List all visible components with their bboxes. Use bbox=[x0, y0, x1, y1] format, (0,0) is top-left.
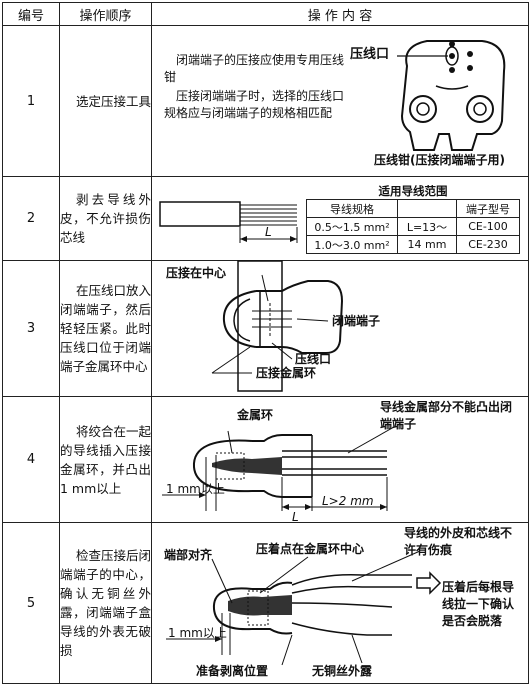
header-no: 编号 bbox=[2, 2, 60, 26]
wire-insert-illustration bbox=[162, 426, 395, 511]
range-cell: 0.5～1.5 mm² bbox=[306, 217, 398, 236]
crimp-tool-illustration bbox=[397, 40, 506, 151]
row-number: 4 bbox=[2, 396, 60, 523]
label-strip-position: 准备剥离位置 bbox=[196, 664, 269, 678]
content-cell: 端部对齐 压着点在金属环中心 导线的外皮和芯线不许有伤痕 压着后每根导线拉一下确… bbox=[151, 522, 529, 684]
row-number: 1 bbox=[2, 25, 60, 177]
header-procedure: 操作顺序 bbox=[59, 2, 152, 26]
label-metal-ring: 金属环 bbox=[237, 408, 274, 422]
label-metal-note: 导线金属部分不能凸出闭端端子 bbox=[380, 400, 513, 431]
length-label: L bbox=[265, 225, 272, 239]
range-header bbox=[397, 199, 457, 218]
range-cell: 14 mm bbox=[397, 235, 457, 254]
step-text: 剥去导线外皮，不允许损伤芯线 bbox=[59, 176, 152, 261]
step-text: 将绞合在一起的导线插入压接金属环，并凸出1 mm以上 bbox=[59, 396, 152, 523]
label-end-align: 端部对齐 bbox=[164, 548, 213, 562]
label-crimp-mouth: 压线口 bbox=[295, 352, 332, 366]
table-header-row: 编号 操作顺序 操 作 内 容 bbox=[2, 2, 529, 26]
wire-range-table: 适用导线范围 导线规格 端子型号 0.5～1.5 mm² L=13～ CE-10… bbox=[306, 183, 520, 254]
content-cell: 金属环 导线金属部分不能凸出闭端端子 1 mm以上 L L>2 mm bbox=[151, 396, 529, 524]
row-number: 2 bbox=[2, 176, 60, 261]
table-row: 1 选定压接工具 闭端端子的压接应使用专用压线钳 压接闭端端子时，选择的压线口规… bbox=[2, 25, 529, 177]
table-row: 3 在压线口放入闭端端子，然后轻轻压紧。此时压线口位于闭端端子金属环中心 bbox=[2, 260, 529, 397]
crimp-inspection-illustration bbox=[166, 550, 442, 666]
table-row: 4 将绞合在一起的导线插入压接金属环，并凸出1 mm以上 bbox=[2, 396, 529, 524]
step-text: 选定压接工具 bbox=[59, 25, 152, 177]
row-number: 3 bbox=[2, 260, 60, 397]
range-cell: L=13～ bbox=[397, 217, 457, 236]
range-header: 端子型号 bbox=[456, 199, 520, 218]
label-protrude: 1 mm以上 bbox=[168, 626, 227, 640]
content-cell: L 适用导线范围 导线规格 端子型号 0.5～1.5 mm² L=13～ CE-… bbox=[151, 176, 529, 261]
label-crimp-point: 压着点在金属环中心 bbox=[256, 542, 365, 556]
table-row: 5 检查压接后闭端端子的中心，确认无铜丝外露，闭端端子盒导线的外表无破损 bbox=[2, 522, 529, 684]
step-text: 检查压接后闭端端子的中心，确认无铜丝外露，闭端端子盒导线的外表无破损 bbox=[59, 522, 152, 684]
range-caption: 适用导线范围 bbox=[378, 184, 448, 198]
label-no-damage: 导线的外皮和芯线不许有伤痕 bbox=[404, 526, 513, 557]
terminal-placement-illustration bbox=[211, 260, 344, 392]
label-crimp-ring: 压接金属环 bbox=[256, 366, 317, 380]
content-text: 闭端端子的压接应使用专用压线钳 bbox=[164, 53, 345, 84]
step-text: 在压线口放入闭端端子，然后轻轻压紧。此时压线口位于闭端端子金属环中心 bbox=[59, 260, 152, 397]
label-crimp-center: 压接在中心 bbox=[166, 266, 227, 280]
range-cell: 1.0～3.0 mm² bbox=[306, 235, 398, 254]
length-label: L bbox=[292, 510, 299, 524]
row-number: 5 bbox=[2, 522, 60, 684]
range-cell: CE-100 bbox=[456, 217, 520, 236]
label-pull-test: 压着后每根导线拉一下确认是否会脱落 bbox=[442, 580, 515, 628]
label-closed-terminal: 闭端端子 bbox=[332, 314, 381, 328]
content-cell: 闭端端子的压接应使用专用压线钳 压接闭端端子时，选择的压线口规格应与闭端端子的规… bbox=[151, 25, 529, 177]
content-cell: 压接在中心 闭端端子 压线口 压接金属环 bbox=[151, 260, 529, 397]
content-text: 压接闭端端子时，选择的压线口规格应与闭端端子的规格相匹配 bbox=[164, 89, 345, 120]
header-content: 操 作 内 容 bbox=[151, 2, 529, 26]
table-row: 2 剥去导线外皮，不允许损伤芯线 L 适用导线范围 导线规 bbox=[2, 176, 529, 261]
label-crimp-mouth: 压线口 bbox=[350, 47, 390, 62]
label-protrude: 1 mm以上 bbox=[166, 482, 225, 496]
procedure-table: 编号 操作顺序 操 作 内 容 1 选定压接工具 闭端端子的压接应使用专用压线钳… bbox=[2, 2, 529, 684]
range-cell: CE-230 bbox=[456, 235, 520, 254]
range-header: 导线规格 bbox=[306, 199, 398, 218]
caption-crimper: 压线钳(压接闭端端子用) bbox=[374, 153, 505, 167]
length-min-label: L>2 mm bbox=[322, 494, 374, 508]
label-no-copper: 无铜丝外露 bbox=[312, 664, 373, 678]
wire-strip-illustration bbox=[159, 201, 298, 243]
